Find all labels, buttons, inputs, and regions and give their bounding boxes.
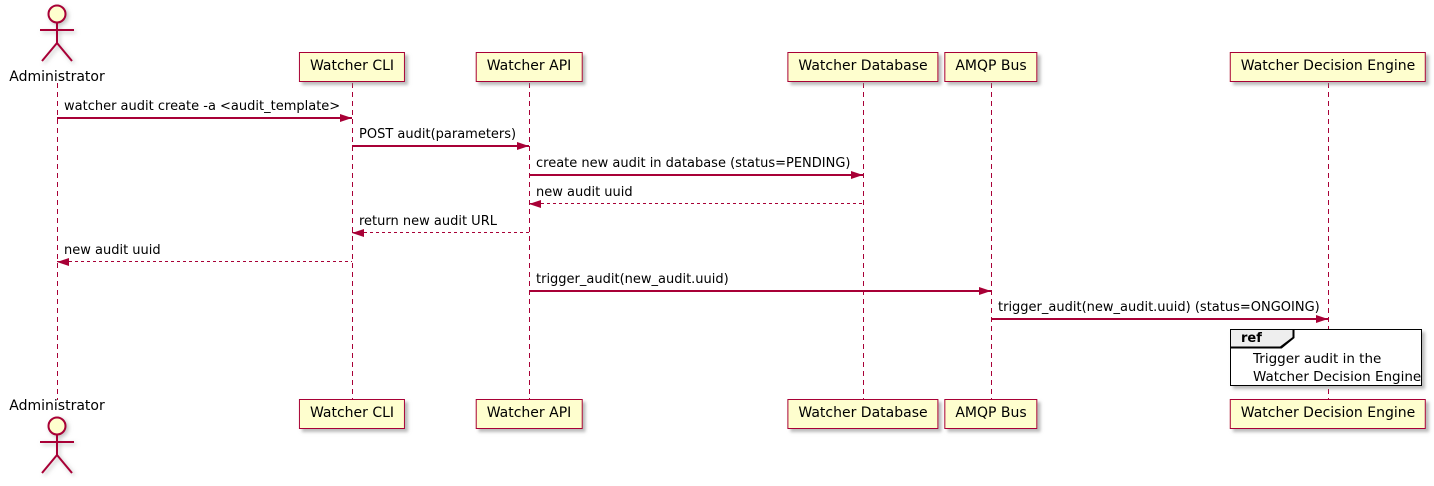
- participant-top-amqp-bus: AMQP Bus: [944, 52, 1038, 82]
- participant-bottom-watcher-decision-engine: Watcher Decision Engine: [1229, 399, 1427, 429]
- participant-top-watcher-cli: Watcher CLI: [298, 52, 406, 82]
- actor-label-top: Administrator: [9, 69, 105, 85]
- message-label-5: return new audit URL: [359, 214, 497, 229]
- arrowhead-right-icon: [979, 286, 991, 295]
- participant-top-watcher-database: Watcher Database: [787, 52, 939, 82]
- arrowhead-right-icon: [517, 141, 529, 150]
- lifeline-administrator: [57, 83, 58, 400]
- lifeline-watcher-decision-engine: [1328, 83, 1329, 400]
- message-line-7: [529, 290, 991, 292]
- lifeline-watcher-api: [529, 83, 530, 400]
- message-line-8: [991, 318, 1328, 320]
- participant-top-watcher-api: Watcher API: [475, 52, 583, 82]
- arrowhead-right-icon: [851, 170, 863, 179]
- message-label-3: create new audit in database (status=PEN…: [536, 156, 851, 171]
- lifeline-watcher-database: [863, 83, 864, 400]
- participant-bottom-watcher-cli: Watcher CLI: [298, 399, 406, 429]
- actor-icon-top: [40, 4, 74, 62]
- lifeline-watcher-cli: [352, 83, 353, 400]
- ref-tab-icon: [1230, 329, 1295, 349]
- ref-fragment: ref Trigger audit in the Watcher Decisio…: [1230, 329, 1422, 386]
- participant-bottom-amqp-bus: AMQP Bus: [944, 399, 1038, 429]
- participant-bottom-watcher-api: Watcher API: [475, 399, 583, 429]
- message-label-7: trigger_audit(new_audit.uuid): [536, 272, 729, 287]
- actor-label-bottom: Administrator: [9, 398, 105, 414]
- ref-text-line-1: Trigger audit in the: [1253, 351, 1382, 367]
- arrowhead-right-icon: [1316, 314, 1328, 323]
- lifeline-amqp-bus: [991, 83, 992, 400]
- participant-bottom-watcher-database: Watcher Database: [787, 399, 939, 429]
- message-line-1: [57, 117, 352, 119]
- message-label-4: new audit uuid: [536, 185, 633, 200]
- ref-tag: ref: [1241, 331, 1262, 346]
- actor-icon-bottom: [40, 416, 74, 474]
- message-line-2: [352, 145, 529, 147]
- message-label-2: POST audit(parameters): [359, 127, 517, 142]
- message-line-3: [529, 174, 863, 176]
- participant-top-watcher-decision-engine: Watcher Decision Engine: [1229, 52, 1427, 82]
- arrowhead-left-icon: [352, 228, 364, 237]
- message-line-5: [352, 232, 529, 233]
- message-line-6: [57, 261, 352, 262]
- message-line-4: [529, 203, 863, 204]
- arrowhead-left-icon: [529, 199, 541, 208]
- arrowhead-left-icon: [57, 257, 69, 266]
- message-label-6: new audit uuid: [64, 243, 161, 258]
- message-label-8: trigger_audit(new_audit.uuid) (status=ON…: [998, 300, 1320, 315]
- message-label-1: watcher audit create -a <audit_template>: [64, 99, 341, 114]
- ref-text-line-2: Watcher Decision Engine: [1253, 369, 1422, 385]
- arrowhead-right-icon: [340, 113, 352, 122]
